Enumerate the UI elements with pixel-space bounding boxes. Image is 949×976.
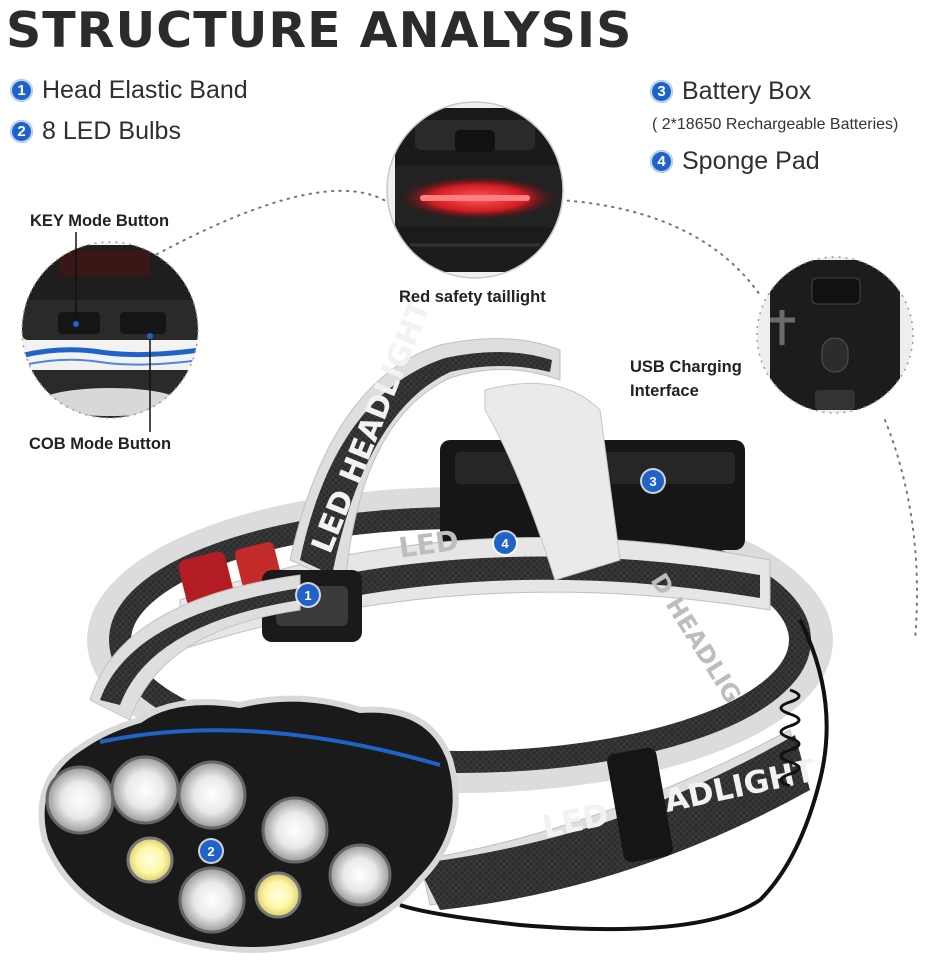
legend-label: 8 LED Bulbs [42,117,181,145]
badge-head-elastic-band: 1 [297,584,319,606]
number-4-icon: 4 [650,150,673,173]
led-bulbs [45,755,392,934]
zoom-circle-mode-buttons [22,242,198,418]
number-2-icon: 2 [10,120,33,143]
legend-item-led-bulbs: 2 8 LED Bulbs [10,117,181,146]
legend-label: Head Elastic Band [42,76,248,104]
callout-usb-line2: Interface [630,382,699,400]
zoom-circle-usb [757,257,913,413]
page-title: STRUCTURE ANALYSIS [6,2,633,59]
legend-label: Battery Box [682,77,812,105]
number-1-icon: 1 [10,79,33,102]
battery-note: ( 2*18650 Rechargeable Batteries) [652,116,899,133]
badge-led-bulbs: 2 [200,840,222,862]
legend-item-sponge-pad: 4 Sponge Pad [650,147,820,176]
callout-key-mode-button: KEY Mode Button [30,212,170,230]
number-3-icon: 3 [650,80,673,103]
callout-red-safety-taillight: Red safety taillight [399,288,546,306]
badge-sponge-pad: 4 [494,532,516,554]
legend-item-head-elastic-band: 1 Head Elastic Band [10,76,248,105]
legend-item-battery-box: 3 Battery Box [650,77,811,106]
legend-label: Sponge Pad [682,147,820,175]
callout-usb-charging-interface: USB Charging Interface [630,355,742,403]
callout-usb-line1: USB Charging [630,358,742,376]
zoom-circle-taillight [387,102,563,278]
callout-cob-mode-button: COB Mode Button [29,435,172,453]
badge-battery-box: 3 [642,470,664,492]
